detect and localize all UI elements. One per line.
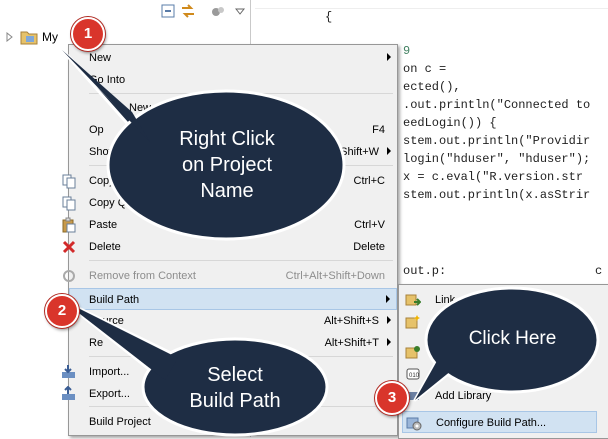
delete-icon [62,240,76,254]
menu-item-paste[interactable]: Paste Ctrl+V [62,214,397,236]
menu-item-shortcut: Ctrl+Alt+Shift+Down [285,270,385,282]
code-line: out.p: [403,264,447,278]
callout-line: Name [200,180,254,202]
new-source-folder-icon [405,315,420,329]
menu-item-delete[interactable]: Delete Delete [62,236,397,258]
menu-item-export[interactable]: Export... [62,383,397,405]
menu-item-label: Op [89,124,104,136]
menu-item-build-path[interactable]: Build Path [69,288,397,310]
menu-item-import[interactable]: Import... [62,361,397,383]
menu-item-shortcut: Ctrl+V [354,219,385,231]
step-badge-2: 2 [45,294,79,328]
menu-item-shortcut: Alt+Shift+S [323,315,379,327]
menu-item-label: Import... [89,366,130,378]
menu-item-label: Paste [89,219,118,231]
source-folder-icon [405,346,420,359]
menu-item-build-project[interactable]: Build Project [69,411,397,433]
submenu-item-label: Configure Build Path... [436,417,547,429]
callout-bubble-3 [413,286,600,402]
java-project-icon [20,31,38,45]
submenu-item-label: Add Library [435,390,492,402]
library-icon [407,392,419,400]
menu-separator [89,260,393,261]
menu-item-label: Build Project [89,416,151,428]
submenu-arrow-icon [387,338,391,346]
code-line: stem.out.println(x.asStrir [403,188,591,202]
callout-line: on Project [181,154,273,176]
import-icon [62,365,75,378]
callout-line: Build Path [189,390,281,412]
collapse-all-icon[interactable] [160,3,176,19]
menu-item-label: Build Path [89,294,140,306]
code-line: eedLogin()) { [403,116,497,130]
submenu-arrow-icon [387,53,391,61]
remove-from-context-icon [63,270,75,282]
code-line: { [325,10,333,24]
submenu-item-use-as-source-folder[interactable] [399,341,608,363]
menu-item-label: Export... [89,388,130,400]
code-line: .out.println("Connected to [403,98,591,112]
menu-item-shortcut: Alt+Shift+T [324,337,379,349]
menu-item-label: New [89,52,112,64]
submenu-item-add-libraries[interactable]: Add Library [399,385,608,407]
svg-text:010: 010 [409,373,420,379]
menu-item-label: Re [89,337,104,349]
paste-icon [62,217,76,233]
callout-text-1: Right Click on Project Name [142,126,312,204]
callout-text-3: Click Here [440,326,585,352]
code-line: 9 [403,44,411,58]
submenu-arrow-icon [387,316,391,324]
code-line: stem.out.println("Providir [403,134,591,148]
menu-item-refactor[interactable]: Re Alt+Shift+T [69,332,397,354]
export-icon [62,386,75,400]
menu-item-shortcut: Ctrl+C [353,175,385,187]
callout-text-2: Select Build Path [160,362,310,414]
menu-item-shortcut: F4 [372,124,385,136]
focus-task-icon[interactable] [210,3,226,19]
callout-bubble-2 [60,298,329,437]
configure-build-path-icon [406,417,422,431]
link-source-icon [405,294,421,306]
menu-item-copy[interactable]: Copy Ctrl+C [62,170,397,192]
step-badge-3: 3 [375,381,409,415]
submenu-item-add-jar[interactable]: 010 [399,363,608,385]
jar-icon: 010 [406,368,420,380]
menu-item-label: Delete [89,241,121,253]
step-badge-1: 1 [71,17,105,51]
callout-line: Click Here [468,328,557,349]
menu-item-remove-from-context: Remove from Context Ctrl+Alt+Shift+Down [63,265,397,287]
submenu-item-configure-build-path[interactable]: Configure Build Path... [402,411,597,433]
callout-line: Select [207,364,263,386]
code-line: on c = [403,62,447,76]
submenu-arrow-icon [387,147,391,155]
copy-qualified-name-icon [62,196,76,211]
menu-item-label: Remove from Context [89,270,196,282]
code-line: ected(), [403,80,468,94]
code-line: x = c.eval("R.version.str [403,170,584,184]
menu-item-open[interactable]: Op F4 [69,119,397,141]
project-name[interactable]: My [42,30,58,44]
code-line: login("hduser", "hduser"); [403,152,591,166]
view-menu-chevron-down-icon[interactable] [232,3,248,19]
menu-item-shortcut: Delete [353,241,385,253]
callout-line: Right Click [179,128,275,150]
callout-bubble-1 [60,48,346,241]
expand-arrow-icon[interactable] [6,32,14,42]
copy-icon [62,174,76,189]
code-line: c [595,264,603,278]
menu-item-new[interactable]: New [69,47,397,69]
link-with-editor-icon[interactable] [180,3,196,19]
submenu-arrow-icon [386,295,390,303]
